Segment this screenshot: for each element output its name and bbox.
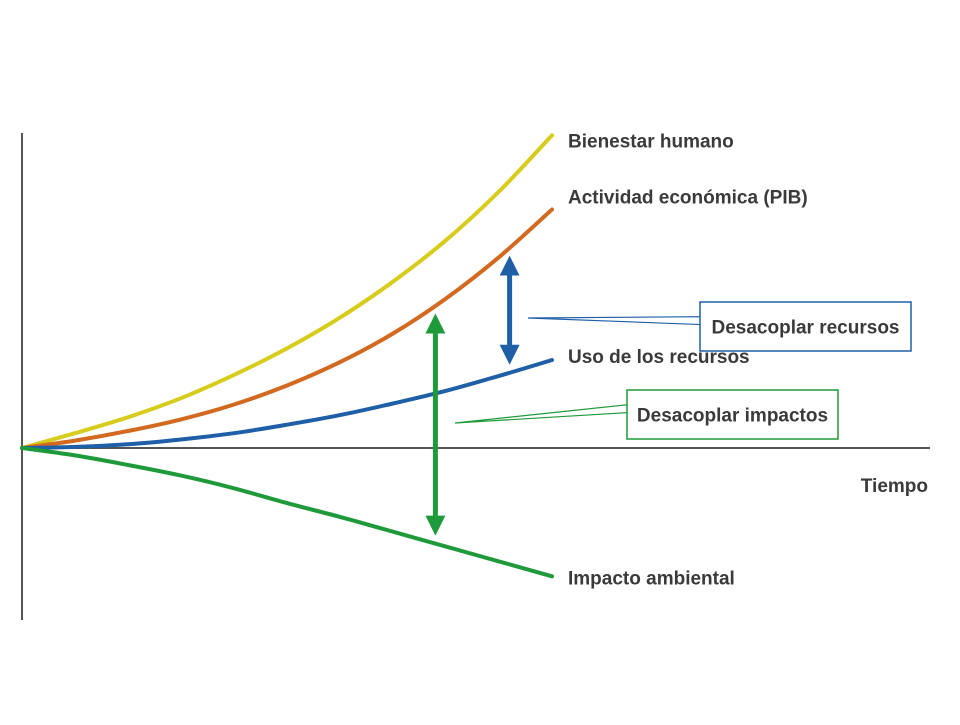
series-layer: [20, 133, 554, 579]
series-line-bienestar-humano: [20, 133, 554, 450]
callout-pointer-desacoplar-impactos: [454, 404, 629, 424]
series-label-bienestar-humano: Bienestar humano: [568, 131, 734, 152]
series-label-uso-de-los-recursos: Uso de los recursos: [568, 347, 750, 368]
series-label-impacto-ambiental: Impacto ambiental: [568, 568, 735, 589]
callout-label-desacoplar-impactos: Desacoplar impactos: [637, 406, 828, 427]
callout-pointer-desacoplar-recursos: [527, 316, 702, 326]
x-axis-label: Tiempo: [861, 476, 928, 497]
series-label-actividad-economica-pib: Actividad económica (PIB): [568, 188, 808, 209]
series-line-actividad-economica-pib: [20, 207, 554, 450]
callout-label-desacoplar-recursos: Desacoplar recursos: [712, 318, 900, 339]
callout-box-desacoplar-impactos: [626, 389, 839, 440]
series-line-uso-de-los-recursos: [20, 358, 554, 450]
series-line-impacto-ambiental: [20, 446, 554, 579]
callout-box-desacoplar-recursos: [699, 301, 912, 352]
